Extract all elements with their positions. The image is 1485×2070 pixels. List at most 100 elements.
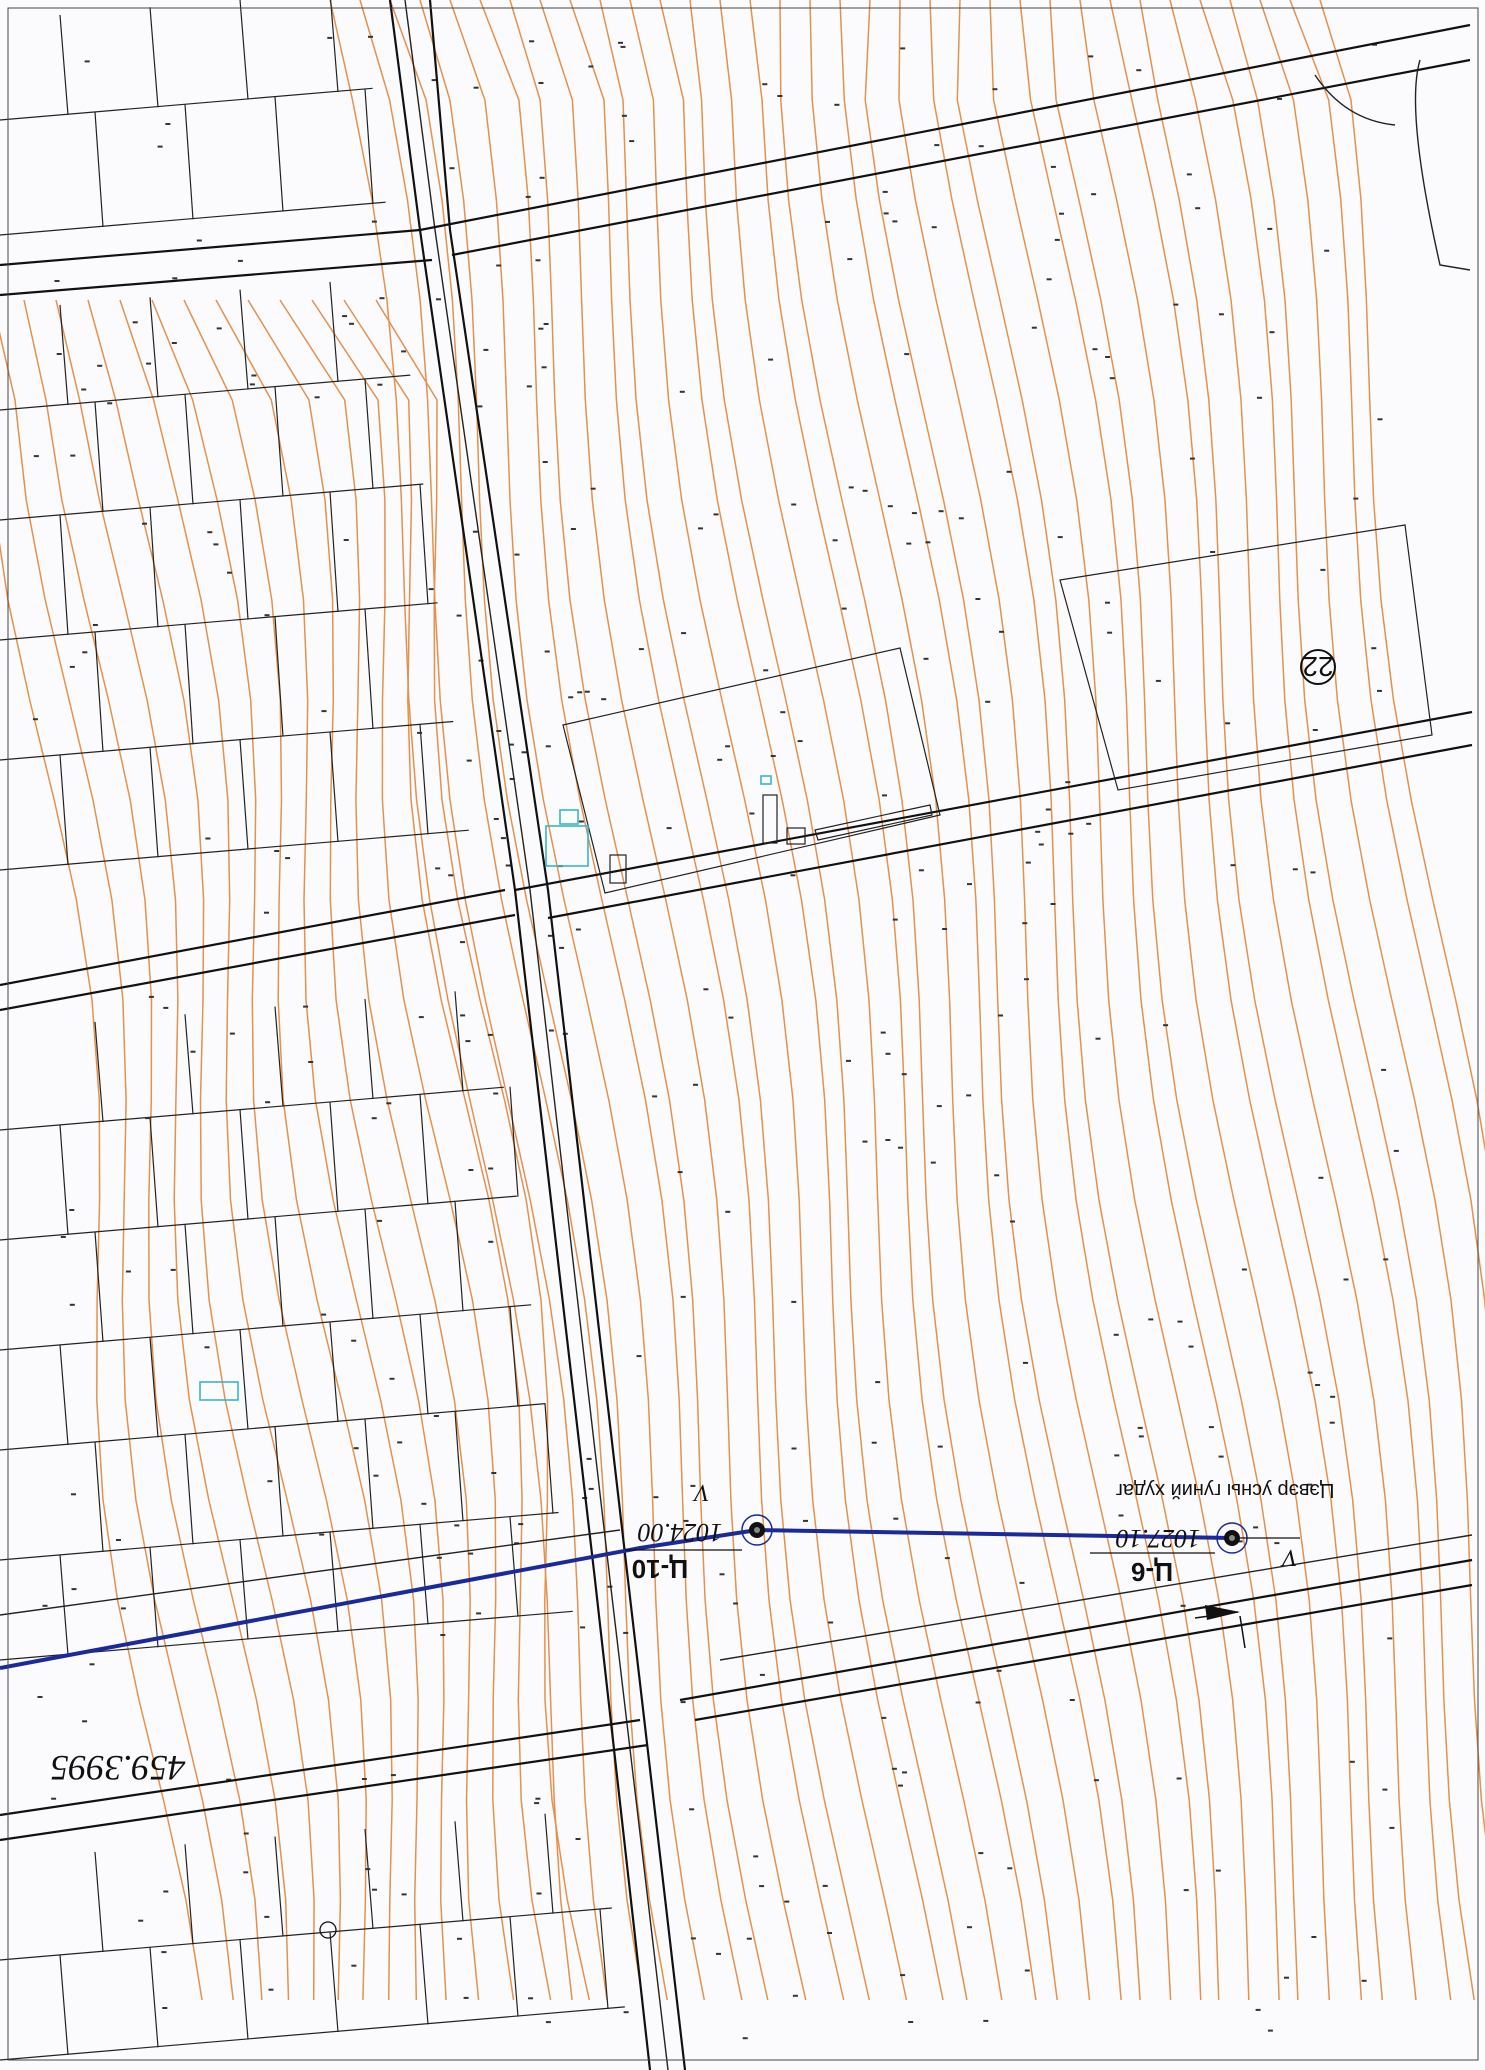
survey-mark [901,1073,907,1076]
parcel-divider [94,401,104,512]
survey-mark [725,745,731,748]
survey-mark [321,1313,327,1316]
survey-mark [931,226,937,229]
survey-mark [1310,871,1316,874]
survey-mark [1045,808,1051,811]
survey-mark [1195,207,1201,210]
middle-road-right-edge-a [514,710,1473,892]
survey-mark [1069,1699,1075,1701]
survey-mark [636,1355,642,1358]
survey-mark [1307,1483,1313,1486]
survey-mark [251,374,257,377]
survey-mark [958,517,964,520]
small-structure [786,827,806,845]
survey-mark [996,1669,1002,1672]
survey-mark [1237,1540,1243,1543]
contour-line [1199,0,1452,2001]
well-c10-elevation: 1024.00 [638,1518,723,1547]
survey-mark [891,1767,897,1770]
service-road-right [719,1534,1473,1661]
survey-mark [163,1006,169,1009]
parcel-divider [59,304,69,405]
survey-mark [70,454,76,457]
cyan-structure [559,809,579,825]
survey-mark [314,396,320,399]
survey-mark [319,1533,325,1536]
parcel-divider [454,1821,464,1922]
parcel-divider [94,1021,104,1122]
survey-mark [327,36,333,39]
survey-mark [1277,97,1282,100]
survey-mark [526,385,532,388]
contour-line [23,299,263,2001]
survey-mark [468,1169,474,1171]
survey-mark [848,486,854,489]
survey-mark [871,1441,877,1444]
survey-mark [832,539,838,542]
survey-mark [433,1415,439,1417]
survey-mark [51,1797,57,1800]
survey-mark [165,123,171,125]
parcel-divider [94,1231,104,1342]
survey-mark [162,2007,168,2009]
parcel-divider [329,281,339,382]
survey-mark [728,1016,734,1019]
survey-mark [69,665,75,668]
survey-mark [1377,418,1383,421]
survey-mark [397,1441,403,1444]
survey-mark [1046,278,1052,281]
survey-mark [539,176,545,179]
survey-mark [157,145,163,148]
survey-mark [488,1240,494,1243]
upper-road-left-edge-a [0,228,421,267]
survey-mark [372,1888,377,1891]
survey-mark [1155,679,1161,682]
survey-mark [1105,356,1111,358]
survey-mark [196,239,202,242]
sheet-border [7,7,1479,2061]
survey-mark [1180,1604,1186,1607]
survey-mark [535,1797,541,1800]
survey-mark [652,1095,658,1098]
survey-mark [1022,922,1028,925]
survey-mark [1006,470,1012,473]
survey-mark [493,818,499,820]
survey-mark [421,1502,427,1505]
survey-mark [586,1457,592,1460]
survey-mark [505,864,511,867]
survey-mark [343,539,349,541]
parcel-divider [274,386,284,497]
survey-mark [69,1209,75,1211]
water-pipeline [0,1527,1233,1670]
legend-text-group: Цэвэр усны гуний худаг [1116,1479,1335,1501]
survey-mark [1381,1068,1387,1071]
survey-mark [518,1523,524,1526]
survey-mark [351,1964,357,1967]
survey-mark [125,1270,131,1273]
survey-mark [1274,1542,1280,1545]
survey-mark [1253,1526,1259,1529]
survey-mark [226,1778,232,1781]
survey-mark [82,651,88,654]
survey-mark [601,698,607,701]
parcel-boundary [0,87,373,121]
contour-line [989,0,1250,2001]
parcel-divider [419,1924,429,2025]
survey-mark [911,512,917,515]
block-22-outline [1059,524,1433,791]
survey-mark [975,1701,981,1704]
contour-line [839,0,1122,2001]
survey-mark [1267,227,1273,230]
parcel-divider [184,1844,194,1945]
survey-mark [1031,326,1037,329]
survey-mark [930,1161,936,1164]
survey-mark [361,1778,367,1780]
survey-mark [803,1519,808,1522]
survey-mark [1241,1268,1247,1271]
survey-mark [476,1612,482,1615]
parcel-divider [274,1216,284,1327]
survey-mark [1349,1760,1355,1763]
survey-mark [120,1607,126,1610]
legend-symbol: V [1280,1544,1297,1570]
survey-mark [514,1542,520,1545]
